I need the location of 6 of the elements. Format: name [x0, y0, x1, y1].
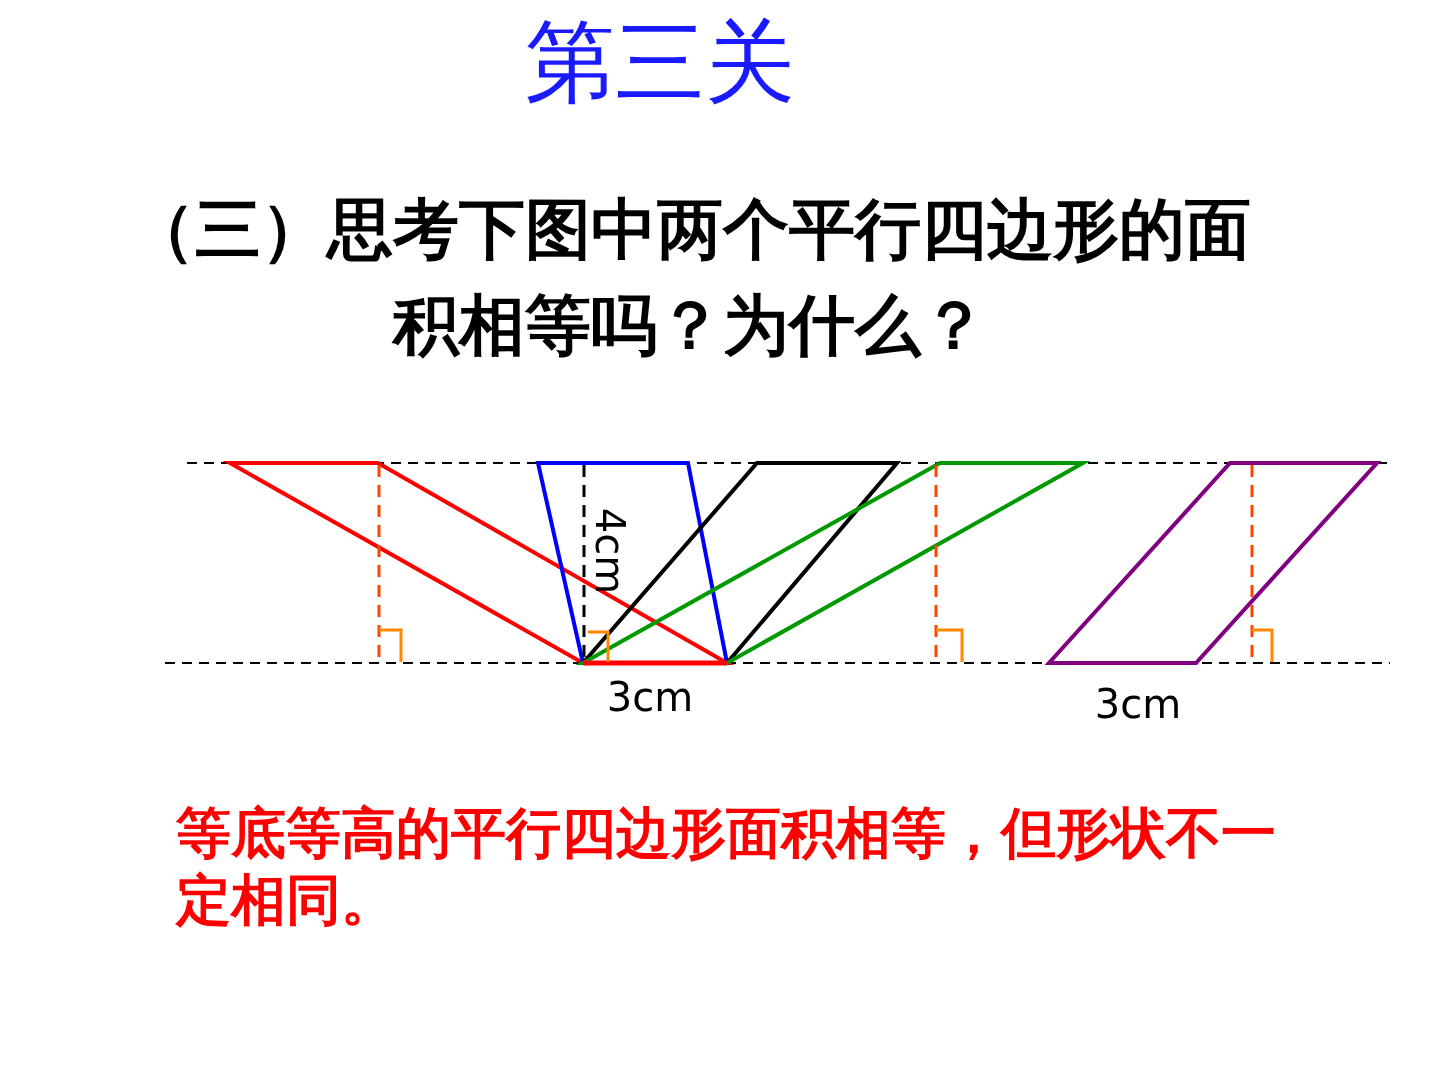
dimension-label: 3cm: [605, 673, 695, 721]
title: 第三关: [524, 12, 796, 111]
question-text: （三）思考下图中两个平行四边形的面积相等吗？为什么？: [128, 190, 1252, 366]
dimension-label: 4cm: [586, 506, 634, 597]
dimension-label: 3cm: [1093, 680, 1183, 728]
conclusion-text: 等底等高的平行四边形面积相等，但形状不一定相同。: [176, 800, 1277, 935]
